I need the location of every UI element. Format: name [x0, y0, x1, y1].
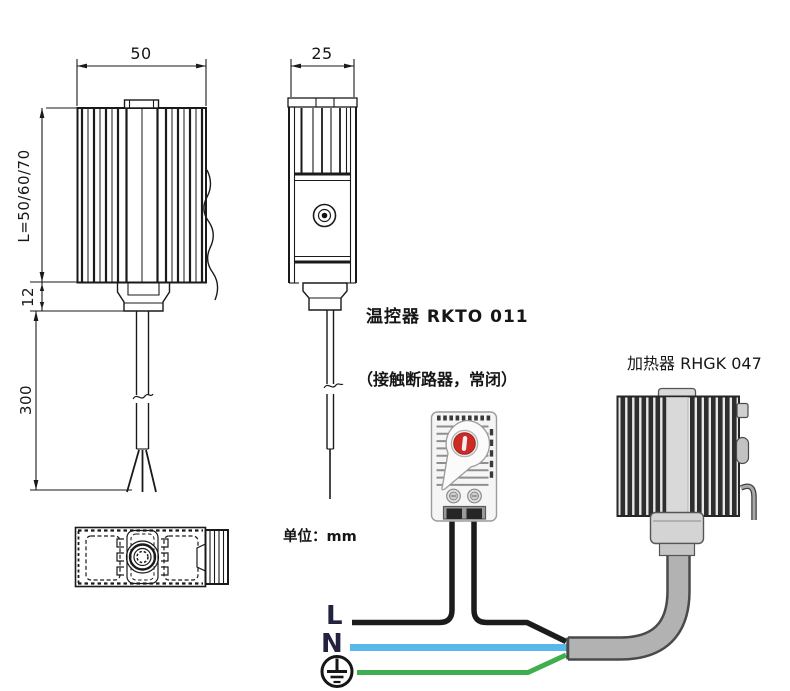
front-dim-lead-label: 300: [17, 384, 35, 416]
heater-side-tab: [736, 402, 749, 419]
live-wire-to-heater: [471, 512, 568, 644]
bottom-view-drawing: [74, 526, 229, 588]
side-dim-depth-label: 25: [311, 44, 333, 63]
earth-ground-icon: [320, 655, 354, 688]
ground-wire: [357, 652, 568, 675]
front-dim-width: [76, 59, 207, 106]
front-view-drawing: [30, 59, 219, 493]
heater-photo: [566, 387, 757, 661]
side-connector: [302, 282, 348, 311]
front-connector: [116, 283, 171, 312]
thermostat-title: 温控器 RKTO 011: [366, 307, 529, 327]
thermostat-terminal-screws: [446, 488, 482, 504]
heater-center-column: [666, 397, 689, 516]
live-wire-label: L: [326, 601, 343, 631]
heater-bottom-connector: [649, 511, 705, 545]
neutral-wire-label: N: [321, 629, 343, 659]
side-cable: [323, 310, 344, 499]
thermostat-photo: [430, 411, 498, 522]
heater-title: 加热器 RHGK 047: [627, 354, 762, 373]
live-wire: [352, 512, 455, 626]
side-view-drawing: [287, 59, 358, 499]
front-clip-wire: [203, 169, 219, 301]
front-dim-neck-label: 12: [19, 286, 37, 308]
side-dim-depth: [290, 59, 355, 97]
front-heater-body: [76, 99, 219, 301]
front-dim-length: [30, 107, 132, 491]
side-screw-center: [321, 212, 328, 219]
unit-note: 单位：mm: [283, 529, 357, 545]
front-dim-width-label: 50: [130, 44, 152, 63]
thermostat-side-vents: [489, 429, 494, 478]
front-cable: [126, 311, 157, 493]
wiring-diagram: [320, 512, 569, 688]
thermostat-top-vents: [437, 415, 491, 421]
side-heater-body: [287, 97, 358, 284]
heater-side-bump: [735, 436, 750, 465]
thermostat-note: （接触断路器，常闭）: [357, 370, 518, 389]
front-dim-length-label: L=50/60/70: [15, 149, 33, 243]
thermostat-dial-slot: [461, 436, 468, 451]
